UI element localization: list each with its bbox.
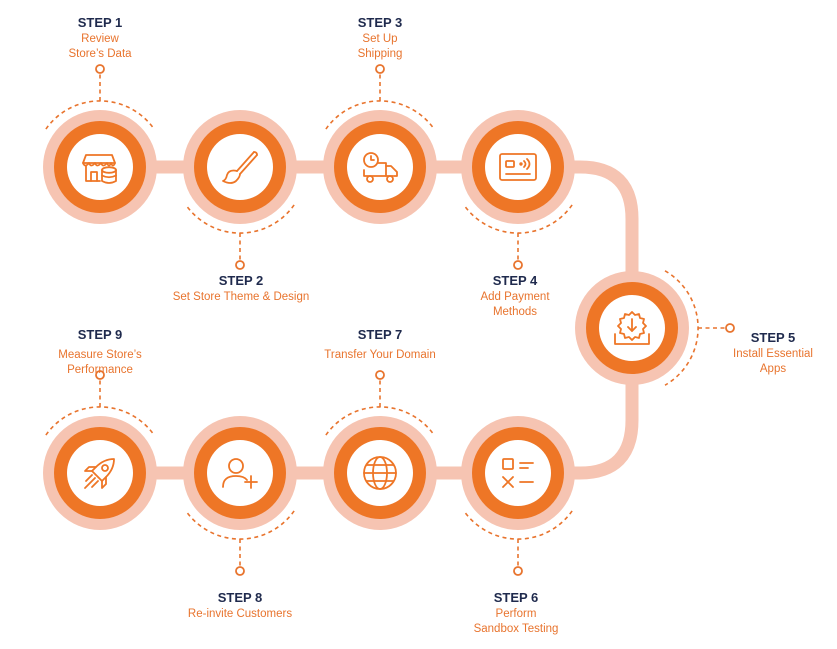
- store-database-icon: [82, 154, 117, 184]
- add-user-icon: [222, 458, 258, 489]
- step-4-desc-line-1: Add Payment: [480, 291, 550, 303]
- rocket-icon: [84, 458, 115, 489]
- step-1-leader-dot: [95, 64, 105, 74]
- credit-card-icon: [499, 153, 537, 181]
- step-5-callout-arc: [664, 270, 699, 386]
- step-4-desc-line-2: Methods: [492, 306, 538, 318]
- step-9-label: STEP 9 Measure Store’s Performance: [58, 327, 142, 378]
- delivery-truck-clock-icon: [363, 152, 398, 183]
- globe-icon: [363, 456, 397, 490]
- testing-symbols-icon: [502, 458, 534, 488]
- step-5-desc-line-2: Apps: [759, 363, 787, 375]
- step-5-label: STEP 5 Install Essential Apps: [733, 330, 813, 377]
- step-7-desc-line-1: Transfer Your Domain: [324, 349, 436, 361]
- step-8-label: STEP 8 Re-invite Customers: [188, 590, 292, 622]
- step-2-title: STEP 2: [218, 273, 264, 288]
- paint-brush-icon: [222, 151, 258, 184]
- step-9-node: [43, 416, 157, 530]
- step-6-leader-dot: [513, 566, 523, 576]
- step-8-title: STEP 8: [217, 590, 263, 605]
- step-1-title: STEP 1: [77, 15, 123, 30]
- step-9-desc-line-1: Measure Store’s: [58, 349, 142, 361]
- step-4-title: STEP 4: [492, 273, 538, 288]
- step-3-desc-line-1: Set Up: [362, 33, 398, 45]
- step-6-desc-line-1: Perform: [495, 608, 537, 620]
- step-9-desc-line-2: Performance: [67, 364, 133, 376]
- step-2-desc-line-1: Set Store Theme & Design: [172, 291, 310, 303]
- step-5-leader-dot: [725, 323, 735, 333]
- step-4-leader-dot: [513, 260, 523, 270]
- gear-download-icon: [614, 311, 650, 345]
- step-8-desc-line-1: Re-invite Customers: [187, 608, 293, 620]
- step-4-node: [461, 110, 575, 224]
- step-3-desc-line-2: Shipping: [357, 48, 403, 60]
- step-9-title: STEP 9: [77, 327, 123, 342]
- step-5-desc-line-1: Install Essential: [733, 348, 813, 360]
- step-2-leader-dot: [235, 260, 245, 270]
- step-8-node: [183, 416, 297, 530]
- step-3-leader-dot: [375, 64, 385, 74]
- step-4-label: STEP 4 Add Payment Methods: [480, 273, 549, 320]
- step-1-node: [43, 110, 157, 224]
- step-3-title: STEP 3: [357, 15, 403, 30]
- step-6-label: STEP 6 Perform Sandbox Testing: [474, 590, 559, 637]
- step-6-node: [461, 416, 575, 530]
- step-1-desc-line-1: Review: [81, 33, 119, 45]
- step-3-node: [323, 110, 437, 224]
- step-7-label: STEP 7 Transfer Your Domain: [324, 327, 435, 363]
- step-9-leader-dot: [95, 370, 105, 380]
- step-3-label: STEP 3 Set Up Shipping: [358, 15, 403, 62]
- step-5-title: STEP 5: [750, 330, 796, 345]
- step-6-title: STEP 6: [493, 590, 539, 605]
- step-1-desc-line-2: Store’s Data: [68, 48, 132, 60]
- step-6-desc-line-2: Sandbox Testing: [473, 623, 559, 635]
- step-8-leader-dot: [235, 566, 245, 576]
- step-2-label: STEP 2 Set Store Theme & Design: [173, 273, 310, 305]
- step-7-leader-dot: [375, 370, 385, 380]
- step-7-title: STEP 7: [357, 327, 403, 342]
- step-1-label: STEP 1 Review Store’s Data: [68, 15, 131, 62]
